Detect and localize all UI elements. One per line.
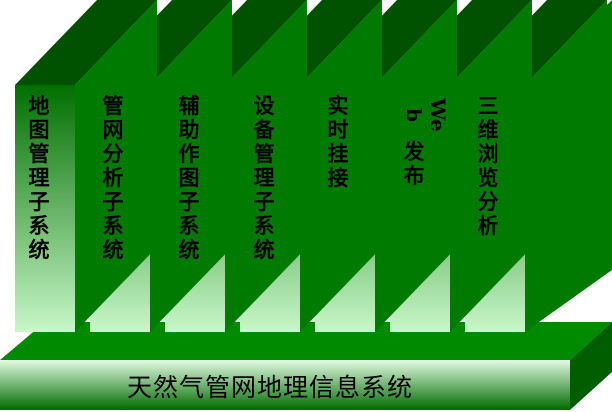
- module-label-equipment: 设备管理子系统: [253, 93, 275, 262]
- base-title: 天然气管网地理信息系统: [126, 373, 413, 402]
- module-column-map: [15, 0, 157, 332]
- module-side-face: [450, 0, 532, 332]
- module-side-face: [375, 0, 457, 332]
- base-top-face: [0, 322, 612, 360]
- module-side-face: [525, 0, 607, 332]
- modules-group: [15, 0, 612, 332]
- module-side-face: [300, 0, 382, 332]
- module-label-realtime: 实时挂接: [327, 93, 349, 190]
- module-side-face: [150, 0, 232, 332]
- module-side-face: [225, 0, 307, 332]
- module-label-drawing: 辅助作图子系统: [178, 93, 200, 262]
- module-label-network-analysis: 管网分析子系统: [102, 93, 124, 262]
- module-top-face: [15, 0, 157, 85]
- base-front-face: [0, 360, 570, 410]
- module-label-web-publish: Web 发布: [402, 98, 450, 188]
- module-label-3d: 三维浏览分析: [477, 93, 499, 238]
- module-front-face: [15, 85, 75, 332]
- base-right-face: [570, 322, 612, 410]
- module-side-face: [75, 0, 157, 332]
- module-label-map: 地图管理子系统: [28, 93, 50, 262]
